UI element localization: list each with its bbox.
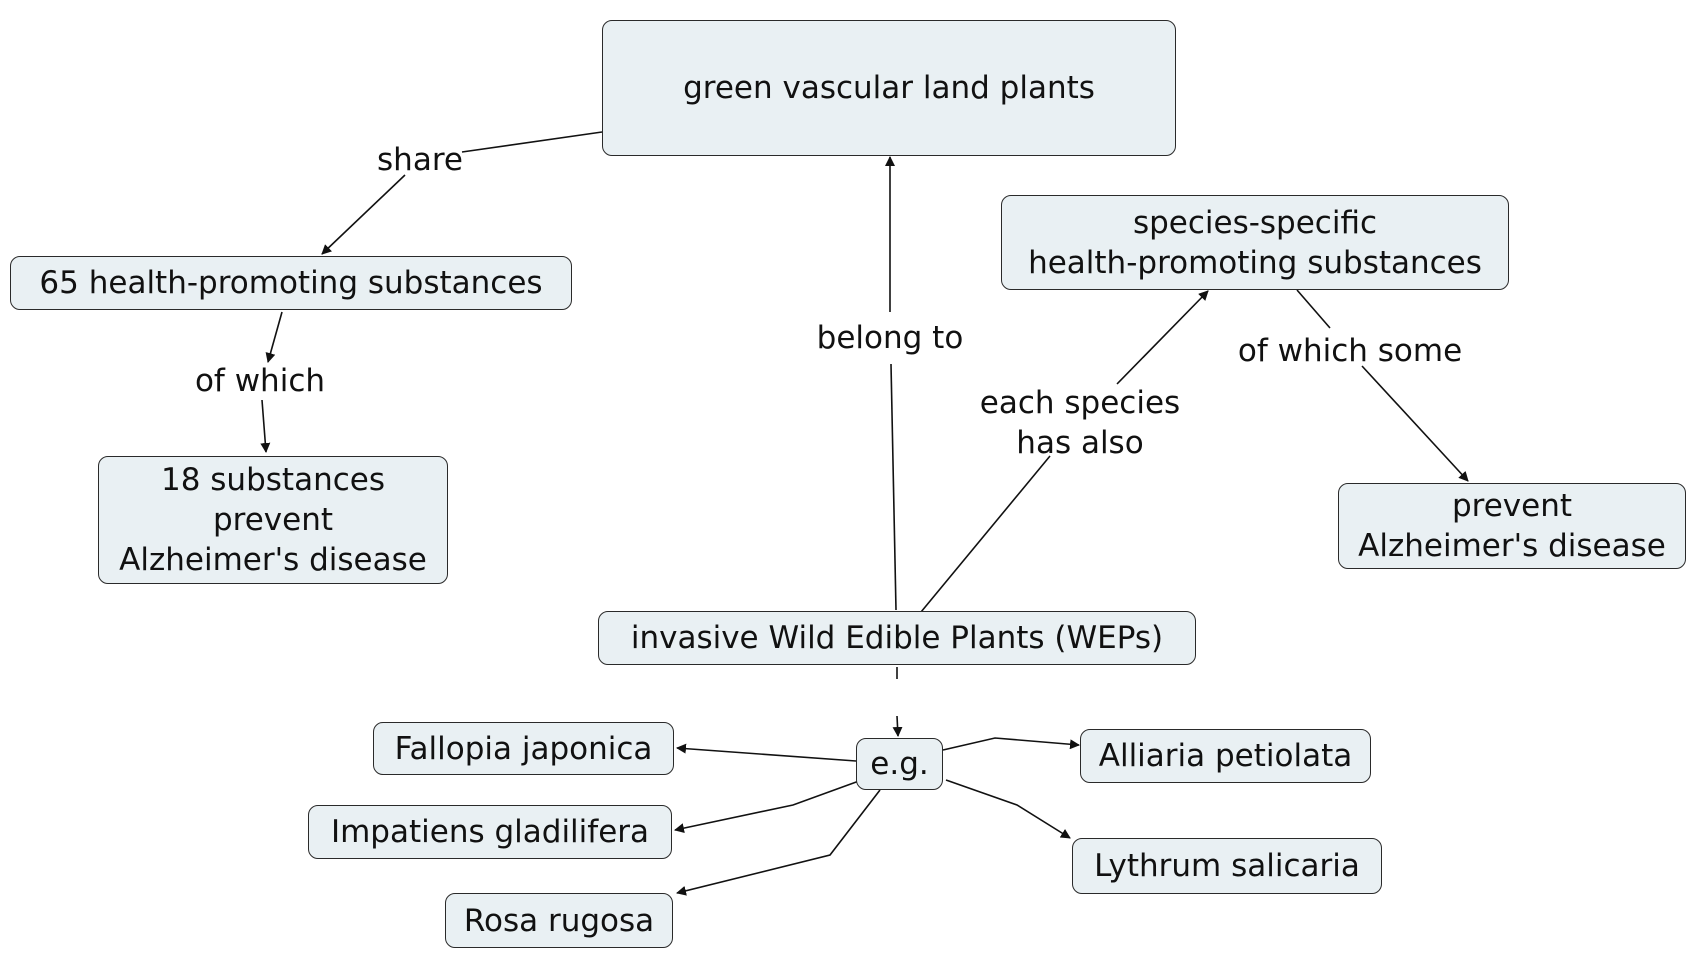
connector-eg-to-alliaria xyxy=(942,737,1080,751)
link-label-share: share xyxy=(377,142,463,178)
connector-weps-to-belongto xyxy=(890,363,897,611)
node-rosa-rugosa: Rosa rugosa xyxy=(445,893,673,948)
node-18-substances-prevent: 18 substances prevent Alzheimer's diseas… xyxy=(98,456,448,584)
node-alliaria-petiolata: Alliaria petiolata xyxy=(1080,729,1371,783)
node-lythrum-salicaria: Lythrum salicaria xyxy=(1072,838,1382,894)
connector-weps-to-eg-arrow xyxy=(892,715,903,737)
link-label-each-species: each species has also xyxy=(979,385,1181,461)
link-label-of-which: of which xyxy=(194,363,326,399)
node-65-health-promoting-substances: 65 health-promoting substances xyxy=(10,256,572,310)
connector-eachspecies-to-specific xyxy=(1116,290,1209,385)
connector-eg-to-rosa xyxy=(676,789,881,896)
connector-ofwhich-to-18 xyxy=(260,399,271,453)
connector-ofwhichsome-to-prevent xyxy=(1361,365,1469,482)
connector-65-to-ofwhich xyxy=(265,311,283,363)
connector-eg-to-lythrum xyxy=(945,779,1071,839)
node-prevent-alzheimers: prevent Alzheimer's disease xyxy=(1338,483,1686,569)
connector-weps-to-eachspecies xyxy=(920,455,1051,613)
connector-share-to-65 xyxy=(321,174,406,255)
link-label-belong-to: belong to xyxy=(816,320,964,356)
node-green-vascular-land-plants: green vascular land plants xyxy=(602,20,1176,156)
connector-eg-to-fallopia xyxy=(676,743,857,762)
connector-eg-to-impatiens xyxy=(674,780,860,834)
connector-green-to-share xyxy=(461,131,603,153)
link-label-of-which-some: of which some xyxy=(1237,333,1463,369)
node-fallopia-japonica: Fallopia japonica xyxy=(373,722,674,775)
node-eg: e.g. xyxy=(856,738,943,790)
node-species-specific-substances: species-specific health-promoting substa… xyxy=(1001,195,1509,290)
node-impatiens-gladilifera: Impatiens gladilifera xyxy=(308,805,672,859)
connector-specific-to-ofwhichsome xyxy=(1296,289,1331,329)
node-invasive-weps: invasive Wild Edible Plants (WEPs) xyxy=(598,611,1196,665)
